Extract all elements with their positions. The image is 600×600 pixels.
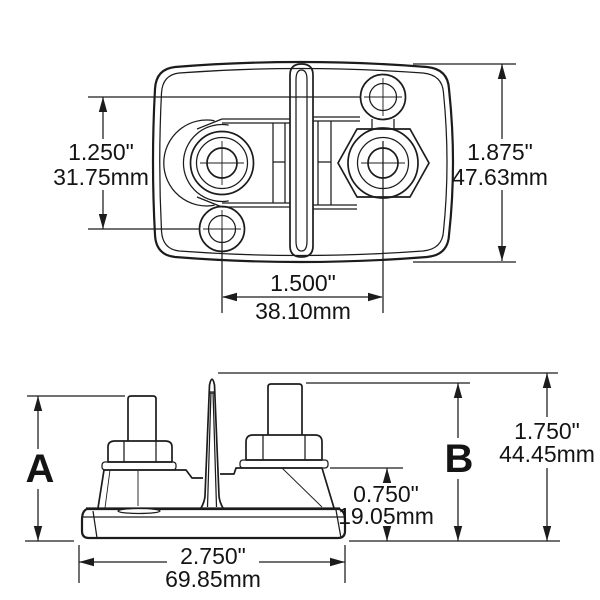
top-right-small-terminal [359,73,407,129]
right-hex-nut [245,434,323,461]
left-large-terminal [163,118,255,208]
base-plate [80,507,347,540]
right-washer [239,459,329,469]
dim-overall-height: 1.750" 44.45mm [218,372,595,541]
left-hex-nut [107,440,173,463]
dim-bottom-mm: 38.10mm [255,298,351,324]
height-label-b: B [445,437,474,481]
left-stud [127,395,157,441]
height-label-a: A [26,447,55,491]
right-stud [267,383,303,435]
dim-height-b: B [306,382,474,541]
side-view: A B 1.750" 44.45mm 0.750" 1 [25,372,595,592]
dim-stud-spacing-horizontal: 1.500" 38.10mm [221,141,384,324]
dim-left-inches: 1.250" [68,139,134,165]
dim-height-a: A [25,395,125,542]
right-bus-bar [313,116,360,210]
dim-base-height: 0.750" 19.05mm [330,467,434,541]
left-washer [101,461,177,471]
dim-terminal-spacing-vertical: 1.250" 31.75mm [53,96,360,230]
dim-left-mm: 31.75mm [53,164,149,190]
dim-overall-width-mm: 69.85mm [165,566,261,592]
top-view: 1.250" 31.75mm 1.875" 47.63mm 1.500" 38.… [53,60,548,324]
dim-base-height-inches: 0.750" [353,481,419,507]
dim-bottom-inches: 1.500" [270,270,336,296]
center-divider-fin [200,378,224,509]
dim-body-height: 1.875" 47.63mm [413,63,548,263]
dim-right-inches: 1.875" [467,139,533,165]
dim-overall-height-inches: 1.750" [514,418,580,444]
right-terminal-tower [220,383,335,509]
left-terminal-tower [97,395,203,509]
dim-overall-width-inches: 2.750" [180,543,246,569]
dim-overall-width: 2.750" 69.85mm [78,543,346,592]
dim-right-mm: 47.63mm [452,164,548,190]
left-bus-bar [222,118,290,208]
dim-base-height-mm: 19.05mm [338,503,434,529]
center-divider-channel [289,63,314,258]
dim-overall-height-mm: 44.45mm [499,441,595,467]
terminal-body-outline [151,60,455,264]
base-slot [117,507,161,515]
